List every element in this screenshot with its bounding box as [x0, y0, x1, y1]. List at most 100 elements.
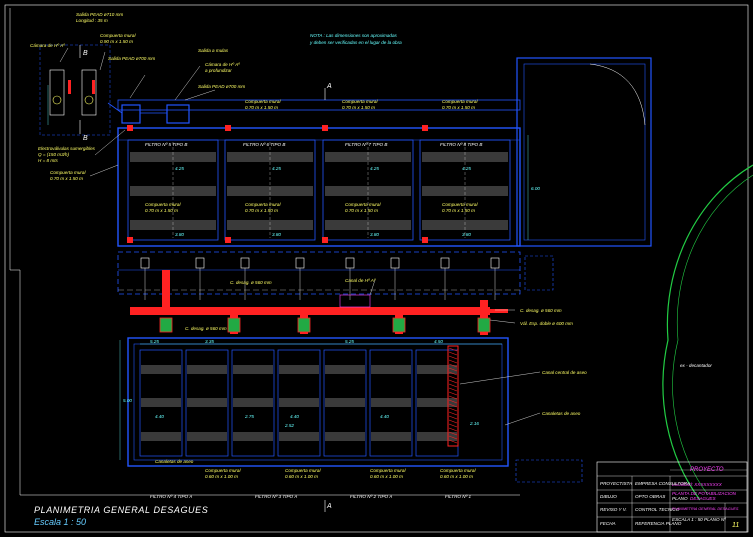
dim-11: 4.40 [155, 414, 164, 419]
inlet-channel [117, 99, 521, 111]
gate-top-1 [225, 125, 231, 131]
bottom-gate-2-b: 0.60 m x 1.00 m [370, 474, 403, 479]
drawing-title: PLANIMETRIA GENERAL DESAGUES [34, 505, 208, 515]
lower-trough-a-2 [233, 365, 273, 374]
pipe-valves [159, 317, 491, 333]
lower-trough-a-5 [371, 365, 411, 374]
filter-lower-3: FILTRO Nº 1 [445, 494, 472, 499]
decanter-arc [662, 164, 753, 501]
mid-gate-2-b: 0.70 m x 1.50 m [345, 208, 378, 213]
leader-lines [59, 47, 541, 426]
top-label-6: Salida a mulas [198, 48, 229, 53]
drawing-scale: Escala 1 : 50 [34, 517, 86, 527]
top-label-8: a profundizar [205, 68, 232, 73]
gate-top-3 [422, 125, 428, 131]
mid-gate-0-b: 0.70 m x 1.50 m [145, 208, 178, 213]
bottom-gate-1-a: Compuerta mural [285, 468, 321, 473]
gallery-valve-5 [390, 257, 400, 269]
hatch-line [448, 367, 458, 372]
lower-trough-b-2 [233, 398, 273, 407]
lower-trough-b-1 [187, 398, 227, 407]
lower-trough-c-0 [141, 432, 181, 441]
hatch-line [448, 395, 458, 400]
sheet-border [4, 4, 749, 533]
lower-trough-a-4 [325, 365, 365, 374]
gate-label-1-a: Compuerta mural [342, 99, 378, 104]
gallery-valve-4 [345, 257, 355, 269]
dim-1: 4.25 [272, 166, 281, 171]
hatch-line [448, 411, 458, 416]
pipe-valve-1 [227, 317, 241, 333]
upper-filter-cells [127, 139, 511, 241]
dim-19: 5.00 [123, 398, 132, 403]
mid-gate-1-a: Compuerta mural [245, 202, 281, 207]
top-label-2: Compuerta mural [100, 33, 136, 38]
filter-upper-2: FILTRO Nº 7 TIPO B [345, 142, 387, 147]
section-mark-b-bottom: B [83, 135, 88, 142]
gallery-valve-2 [240, 257, 250, 269]
hatch-line [448, 403, 458, 408]
tb-row-1-value: OPTO OBRAS [635, 494, 666, 499]
bottom-gate-2-a: Compuerta mural [370, 468, 406, 473]
upper-filter-block [117, 127, 521, 247]
hatch-line [448, 423, 458, 428]
top-label-0: Salida PEAD ø710 mm [76, 12, 123, 17]
dim-8: 5.25 [150, 339, 159, 344]
lower-trough-b-0 [141, 398, 181, 407]
bottom-gate-3-b: 0.60 m x 1.00 m [440, 474, 473, 479]
gate-label-0-b: 0.70 m x 1.50 m [245, 105, 278, 110]
gallery-valve-1 [195, 257, 205, 269]
hatch-line [448, 415, 458, 420]
hatch-line [448, 387, 458, 392]
filter-upper-3: FILTRO Nº 8 TIPO B [440, 142, 482, 147]
gate-mid-2 [322, 237, 328, 243]
chamber-well-2 [81, 69, 97, 116]
hatch-line [448, 431, 458, 436]
top-label-13: Compuerta mural [50, 170, 86, 175]
chamber-outline [39, 44, 111, 136]
filter-upper-1: FILTRO Nº 6 TIPO B [243, 142, 285, 147]
top-label-10: Electroválvulas sumergibles [38, 146, 96, 151]
lower-trough-a-1 [187, 365, 227, 374]
lower-trough-b-6 [417, 398, 457, 407]
hatch-line [448, 399, 458, 404]
hatch-line [448, 355, 458, 360]
tb-project-name: Localidad: XXXXXXXXX [672, 482, 723, 487]
gate-label-2-b: 0.70 m x 1.50 m [442, 105, 475, 110]
dim-17: 4.50 [434, 339, 443, 344]
top-label-11: Q = (150 m3/h) [38, 152, 69, 157]
top-label-5: Salida PEAD ø700 mm [108, 56, 155, 61]
gate-top-0 [127, 125, 133, 131]
bottom-gate-0-a: Compuerta mural [205, 468, 241, 473]
hatch-line [448, 383, 458, 388]
top-label-9: Salida PEAD ø700 mm [198, 84, 245, 89]
pipe-label-1: Canal de Hº Aº [345, 278, 376, 283]
upper-trough-b-2 [325, 186, 411, 196]
dim-2: 4.25 [370, 166, 379, 171]
right-label-2: ex - decantador [680, 363, 712, 368]
lower-trough-a-6 [417, 365, 457, 374]
bottom-gate-3-a: Compuerta mural [440, 468, 476, 473]
tb-plan-title-1: PLANO [672, 496, 688, 501]
lower-trough-c-2 [233, 432, 273, 441]
lower-trough-c-6 [417, 432, 457, 441]
dim-15: 4.40 [380, 414, 389, 419]
chamber-well-1 [49, 69, 65, 116]
tb-sheet-number: 11 [732, 522, 739, 529]
note-line-2: y deben ser verificadas en el lugar de l… [309, 40, 402, 45]
lower-cell-2 [231, 349, 275, 457]
dim-12: 2.75 [244, 414, 254, 419]
central-cleaning-channel [447, 345, 459, 447]
gallery-valve-7 [490, 257, 500, 269]
tb-plan-title-2: DESAGUES [690, 496, 716, 501]
gate-mid-1 [225, 237, 231, 243]
dim-5: 3.80 [272, 232, 281, 237]
gallery-valves [140, 257, 500, 300]
hatch-line [448, 363, 458, 368]
gate-label-2-a: Compuerta mural [442, 99, 478, 104]
right-label-0: Canal central de aseo [542, 370, 587, 375]
lower-filter-block [127, 337, 509, 467]
site-boundary [9, 8, 520, 496]
mid-gate-3-a: Compuerta mural [442, 202, 478, 207]
top-label-12: H = 8 mts [38, 158, 58, 163]
